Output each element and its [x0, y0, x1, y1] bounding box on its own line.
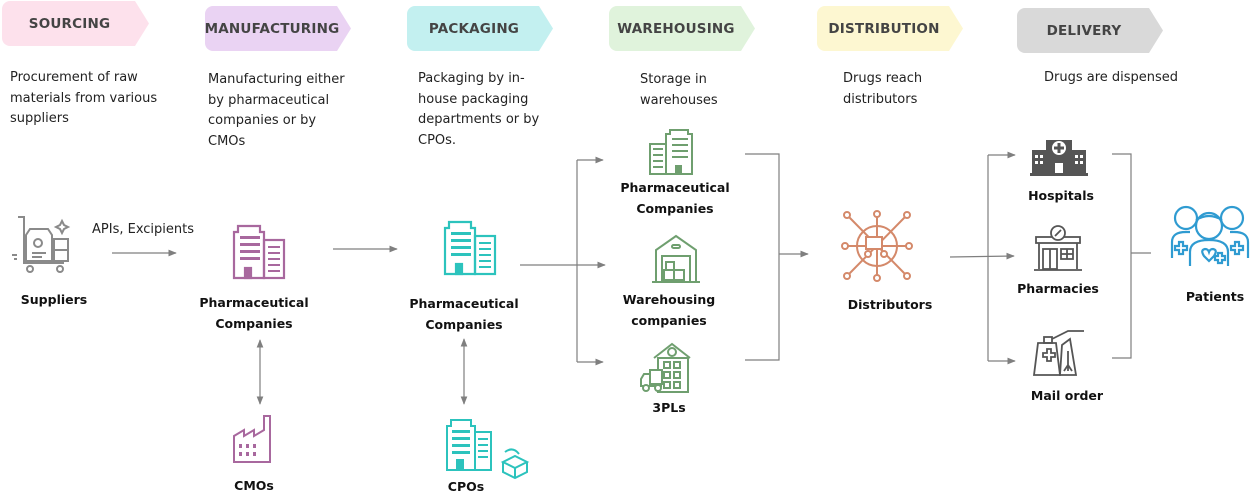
warehouse-icon: [652, 234, 700, 283]
mail-order-bag-icon: [1032, 330, 1084, 376]
building-icon-warehousing: [649, 129, 693, 175]
node-label-cmos: CMOs: [234, 478, 274, 493]
stage-header-manufacturing: MANUFACTURING: [205, 6, 351, 51]
building-box-icon: [446, 419, 530, 480]
stage-header-packaging: PACKAGING: [407, 6, 553, 51]
factory-icon: [233, 415, 271, 463]
hospital-icon: [1030, 140, 1088, 176]
pharmacy-icon: [1034, 225, 1082, 271]
warehousing-merge: [745, 153, 780, 361]
delivery-merge: [1112, 153, 1132, 359]
building-icon-packaging: [443, 220, 497, 276]
stage-description-delivery: Drugs are dispensed: [1044, 70, 1179, 85]
arrow-distribution-to-delivery: [949, 252, 1015, 260]
truck-building-icon: [640, 342, 691, 393]
node-label-patients: Patients: [1185, 289, 1245, 304]
flow-label-apis-excipients: APIs, Excipients: [92, 222, 195, 237]
node-label-pharmacies: Pharmacies: [1017, 281, 1099, 296]
patients-group-icon: [1170, 205, 1250, 266]
network-globe-icon: [841, 210, 913, 282]
building-icon-manufacturing: [232, 224, 286, 280]
node-label-3pls: 3PLs: [652, 400, 686, 415]
node-label-suppliers: Suppliers: [20, 292, 88, 307]
stage-header-delivery: DELIVERY: [1017, 8, 1163, 53]
stage-header-distribution: DISTRIBUTION: [817, 6, 963, 51]
node-label-cpos: CPOs: [447, 479, 485, 494]
stage-header-sourcing: SOURCING: [2, 1, 149, 46]
stage-header-warehousing: WAREHOUSING: [609, 6, 755, 51]
node-label-mail-order: Mail order: [1030, 388, 1104, 403]
supplier-cart-icon: [12, 216, 71, 273]
node-label-distributors: Distributors: [847, 297, 933, 312]
node-label-hospitals: Hospitals: [1028, 188, 1094, 203]
